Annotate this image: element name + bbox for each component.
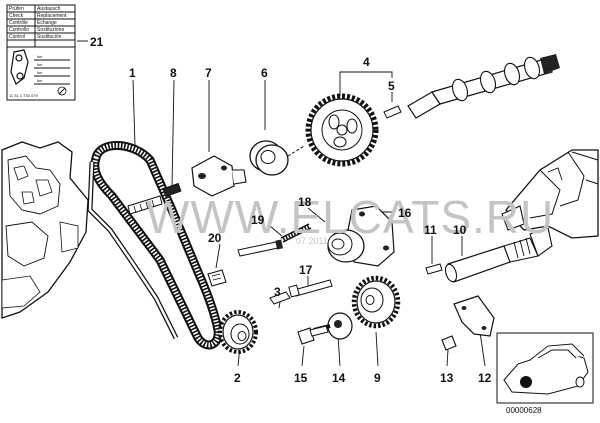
crankshaft <box>501 149 599 239</box>
woodruff-key <box>383 105 402 119</box>
legend-sheet-row-1: km <box>37 54 43 59</box>
camshaft <box>407 54 560 119</box>
bracket-plate <box>453 295 495 337</box>
maintenance-legend-sheet: Prüfen Austausch Check Replacement Contr… <box>6 4 76 101</box>
callout-6: 6 <box>261 66 268 80</box>
callout-17: 17 <box>299 263 313 277</box>
legend-part-code: 11 31 1 730 079 <box>9 93 38 98</box>
bolt-17 <box>288 279 333 298</box>
bolt-8 <box>127 182 182 215</box>
legend-sheet-row-4: km <box>37 78 43 83</box>
key-3 <box>269 291 291 305</box>
callout-11: 11 <box>424 223 437 237</box>
callout-7: 7 <box>205 66 212 80</box>
tensioner-pin <box>237 239 283 257</box>
legend-row-3-left: Contrôle <box>9 20 28 26</box>
vehicle-thumbnail: 00000628 <box>496 332 594 415</box>
legend-row-4-left: Controllo <box>9 27 29 33</box>
pin-11 <box>425 263 443 275</box>
camshaft-sprocket <box>305 93 379 167</box>
legend-row-3-right: Echange <box>37 20 57 26</box>
callout-1: 1 <box>129 66 136 80</box>
callout-10: 10 <box>453 223 467 237</box>
idler-pulley-6 <box>249 140 305 176</box>
callout-13: 13 <box>440 371 454 385</box>
callout-16: 16 <box>398 206 412 220</box>
toothed-belt <box>87 141 223 350</box>
callout-labels: 21 1 8 7 6 4 5 18 16 19 20 17 11 10 3 2 … <box>90 35 492 385</box>
bolt-15 <box>297 325 329 345</box>
diagram-reference: 00000628 <box>506 406 542 415</box>
legend-row-1-left: Prüfen <box>9 6 24 12</box>
callout-4: 4 <box>363 55 370 69</box>
legend-row-1-right: Austausch <box>37 6 61 12</box>
callout-5: 5 <box>388 79 395 93</box>
crankshaft-sprocket <box>218 310 258 354</box>
callout-8: 8 <box>170 66 177 80</box>
legend-sheet-row-3: km <box>37 70 43 75</box>
tensioner-bracket <box>191 155 247 197</box>
callout-2: 2 <box>234 371 241 385</box>
bolt-20 <box>207 269 227 287</box>
callout-21: 21 <box>90 35 104 49</box>
bolt-13 <box>441 335 457 351</box>
intermediate-shaft <box>444 227 553 283</box>
watermark-date: 07 2011 <box>296 236 328 246</box>
watermark: WWW.ELCATS.RU <box>146 191 554 243</box>
legend-row-2-right: Replacement <box>37 13 67 19</box>
tensioner-assembly <box>327 205 395 267</box>
callout-15: 15 <box>294 371 308 385</box>
callout-20: 20 <box>208 231 222 245</box>
legend-sheet-row-2: km <box>37 62 43 67</box>
callout-19: 19 <box>251 213 265 227</box>
callout-3: 3 <box>274 285 281 299</box>
cylinder-head <box>1 141 89 319</box>
intermediate-sprocket <box>351 275 401 329</box>
callout-12: 12 <box>478 371 492 385</box>
washer <box>313 312 353 340</box>
callout-9: 9 <box>374 371 381 385</box>
tensioner-spring <box>280 223 312 243</box>
legend-row-4-right: Sostituzione <box>37 27 64 33</box>
callout-14: 14 <box>332 371 346 385</box>
legend-row-5-left: Control <box>9 34 25 40</box>
engine-location-marker <box>520 376 532 388</box>
callout-18: 18 <box>298 195 312 209</box>
legend-row-2-left: Check <box>9 13 24 19</box>
legend-belt-sketch <box>10 49 29 85</box>
legend-row-5-right: Sustitución <box>37 34 62 40</box>
